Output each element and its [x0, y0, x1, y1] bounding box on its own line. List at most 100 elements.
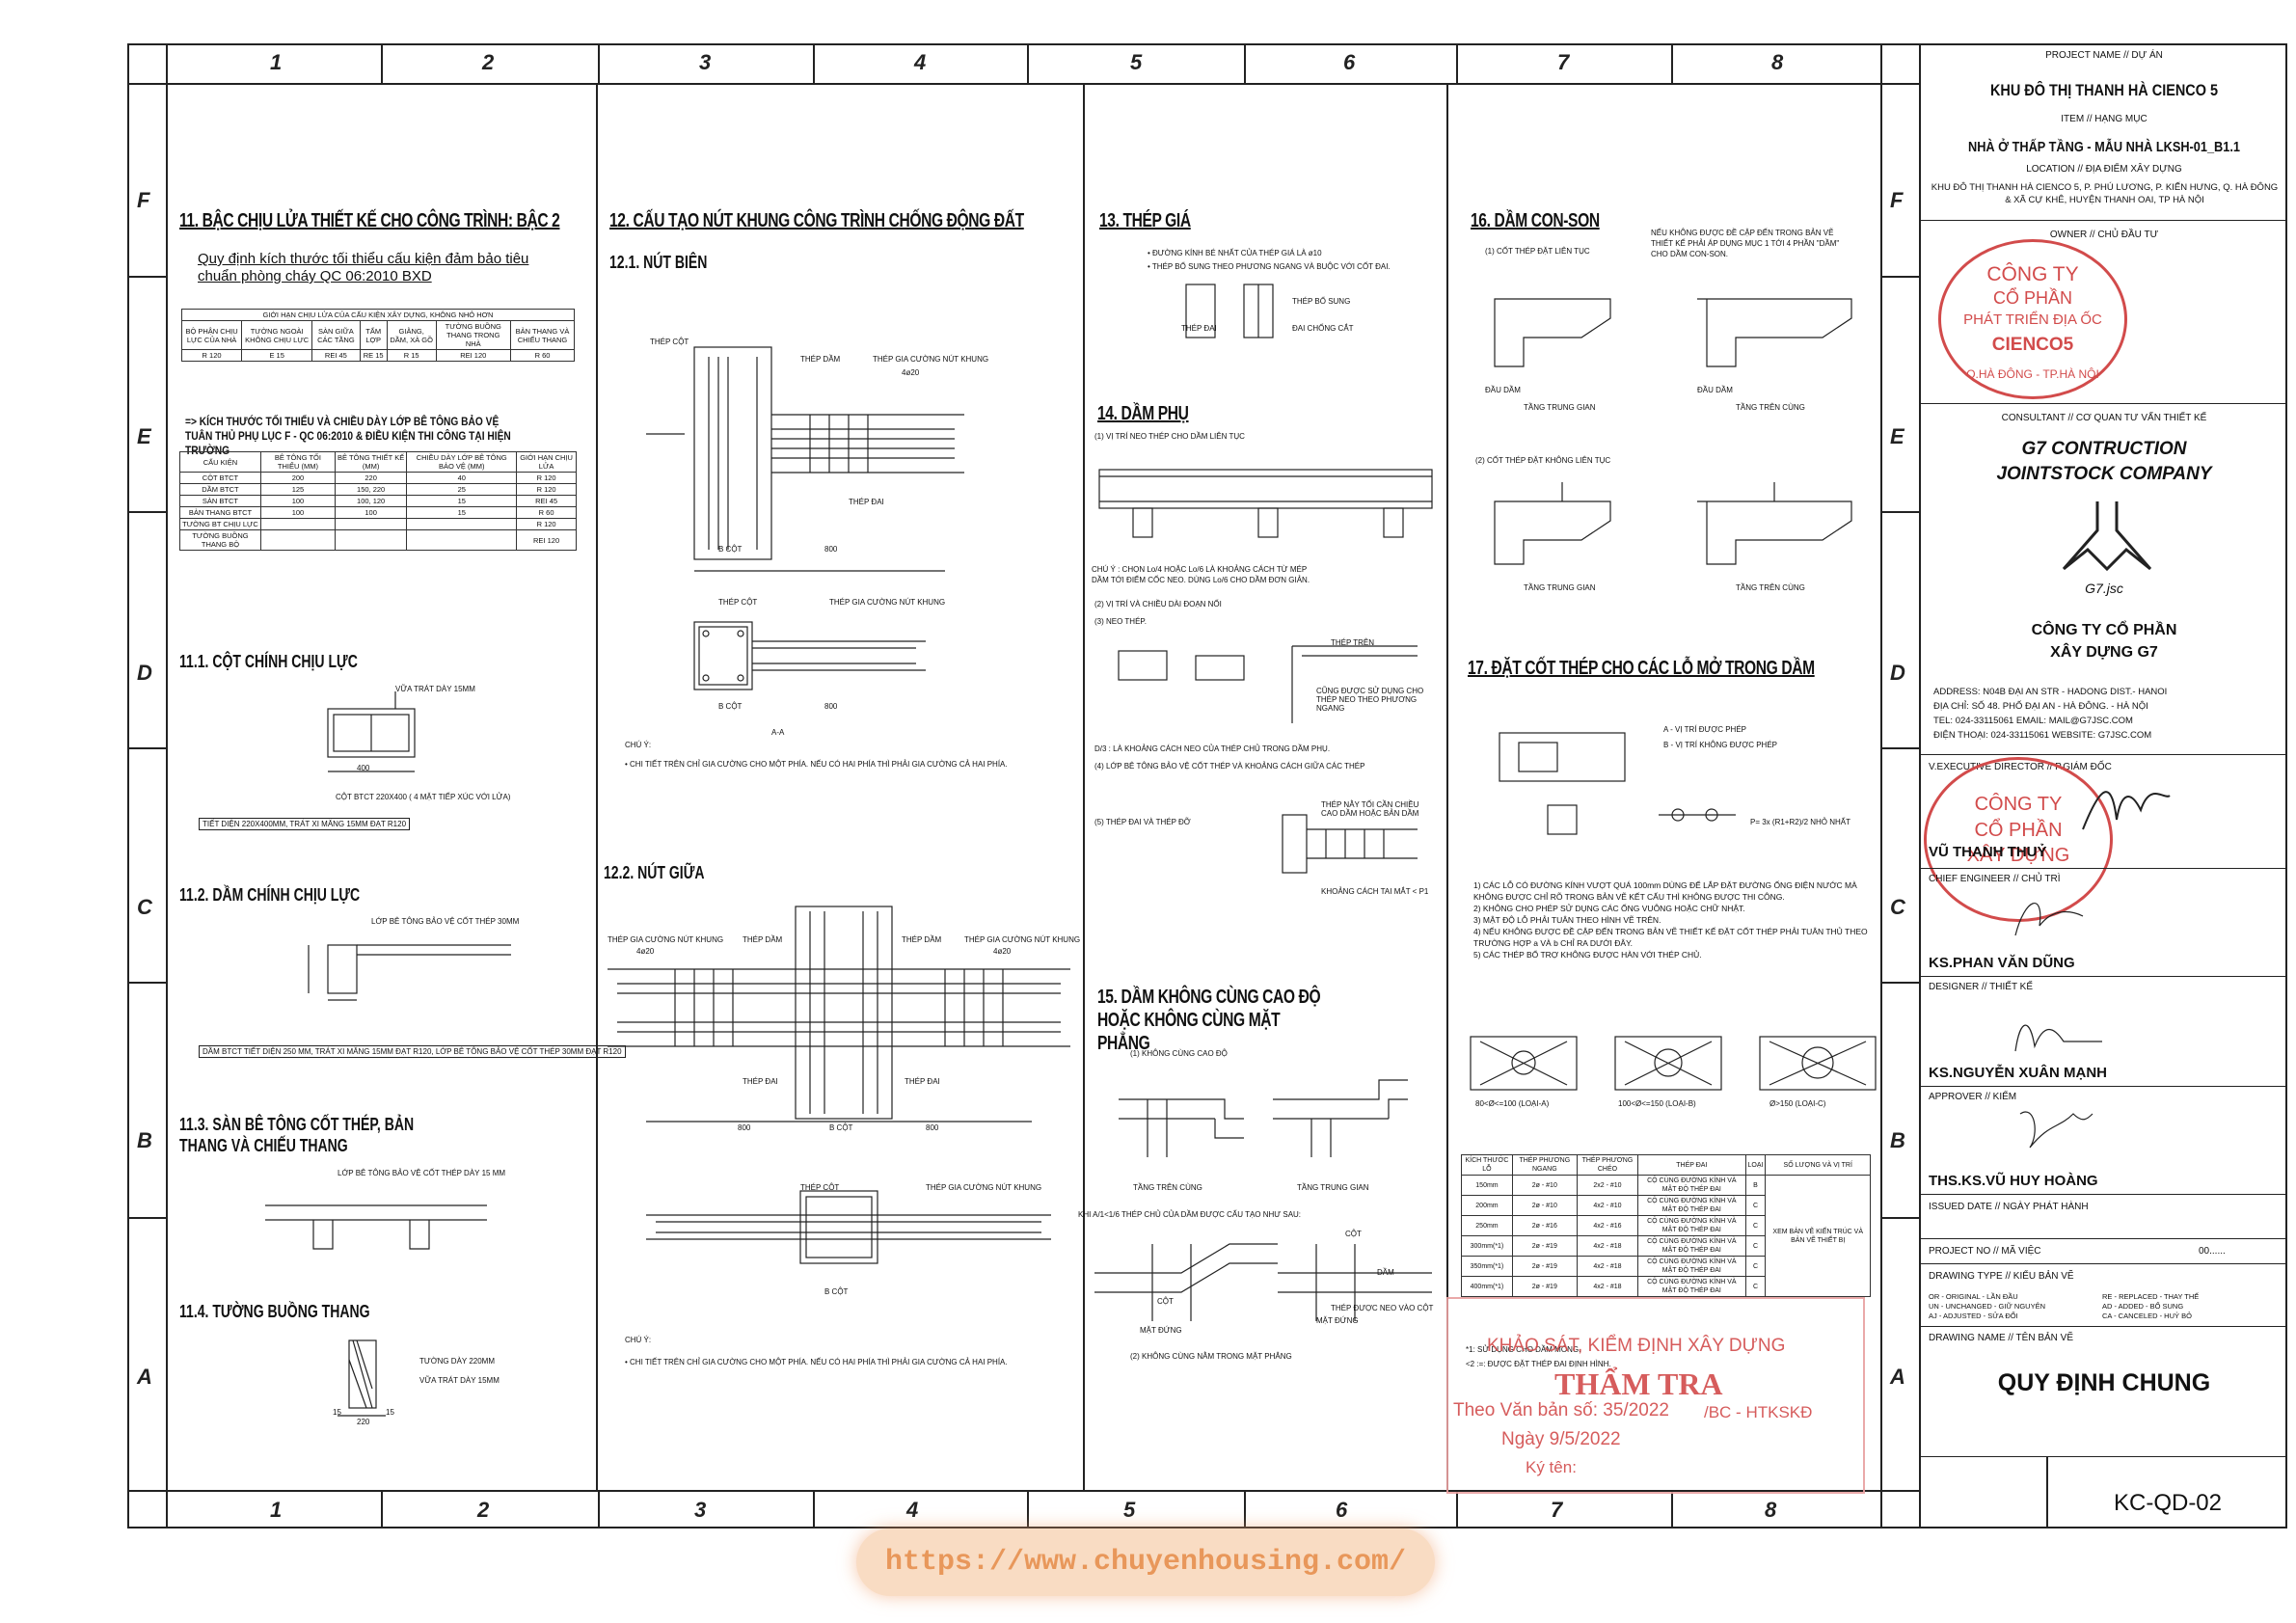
- dtype-item: AD - ADDED - BỔ SUNG: [2102, 1302, 2184, 1311]
- s15-i2: (2) KHÔNG CÙNG NẰM TRONG MẶT PHẲNG: [1130, 1352, 1292, 1361]
- s12-lbl-gc2: 4ø20: [902, 368, 920, 377]
- opening-spacing-drawing: [1659, 808, 1736, 822]
- s13-l2: ĐAI CHỐNG CẮT: [1292, 324, 1354, 333]
- s11-1-label: VỮA TRÁT DÀY 15MM: [395, 685, 475, 693]
- s14-i1: (1) VỊ TRÍ NEO THÉP CHO DẦM LIÊN TỤC: [1094, 432, 1245, 441]
- tb-dtype-label: DRAWING TYPE // KIỂU BẢN VẼ: [1929, 1271, 2074, 1282]
- owner-stamp-l3: PHÁT TRIỂN ĐỊA ỐC: [1963, 311, 2102, 328]
- grid-col-4-bottom: 4: [906, 1498, 919, 1522]
- bottom-grid-line: [127, 1490, 1919, 1492]
- s16-c2b: TẦNG TRÊN CÙNG: [1736, 583, 1805, 592]
- stirrup-drawing: [1282, 814, 1418, 874]
- t2-cell: 100: [259, 495, 336, 507]
- s17-cell: 2ø - #19: [1511, 1256, 1578, 1277]
- s15-n: KHI A/1<1/6 THÉP CHỦ CỦA DẦM ĐƯỢC CẤU TẠ…: [1078, 1210, 1302, 1219]
- tb-owner-label: OWNER // CHỦ ĐẦU TƯ: [2049, 230, 2159, 240]
- s12-note-title: CHÚ Ý:: [625, 741, 652, 749]
- s12-note-title-2: CHÚ Ý:: [625, 1336, 652, 1344]
- tb-company-2: XÂY DỰNG G7: [2050, 644, 2158, 661]
- s17-cell: 2ø - #19: [1511, 1276, 1578, 1297]
- tb-projectno: 00......: [2199, 1246, 2226, 1257]
- review-stamp-doc2: /BC - HTKSKĐ: [1704, 1403, 1813, 1421]
- s12-lbl-aa: A-A: [771, 728, 785, 737]
- s17-tn1: *1: SỬ DỤNG CHO DẦM MÓNG.: [1466, 1345, 1581, 1354]
- s14-i4: (4) LỚP BÊ TÔNG BẢO VỆ CỐT THÉP VÀ KHOẢN…: [1094, 762, 1365, 771]
- s17-cell: 2ø - #19: [1511, 1235, 1578, 1257]
- t2-col: GIỚI HẠN CHỊU LỬA: [516, 451, 577, 473]
- s11-title: 11. BẬC CHỊU LỬA THIẾT KẾ CHO CÔNG TRÌNH…: [179, 210, 560, 231]
- grid-row-B-right: B: [1890, 1128, 1905, 1152]
- t2-cell: CỘT BTCT: [179, 472, 261, 484]
- tb-consultant-label: CONSULTANT // CƠ QUAN TƯ VẤN THIẾT KẾ: [2001, 413, 2207, 423]
- secondary-beam-drawing: [1098, 469, 1433, 538]
- s17-cell: CỘ CÙNG ĐƯỜNG KÍNH VÀ MẬT ĐỘ THÉP ĐAI: [1637, 1215, 1746, 1236]
- s17-cell: 250mm: [1461, 1215, 1513, 1236]
- grid-col-6-bottom: 6: [1336, 1498, 1348, 1522]
- t1-val: RE 15: [359, 349, 388, 362]
- t2-cell: 220: [334, 472, 408, 484]
- s17-b: B - VỊ TRÍ KHÔNG ĐƯỢC PHÉP: [1663, 741, 1778, 749]
- t2-col: CẤU KIỆN: [179, 451, 261, 473]
- tb-director: VŨ THANH THUỶ: [1929, 844, 2047, 860]
- s17-cell: 4x2 - #18: [1576, 1276, 1639, 1297]
- s16-note: NẾU KHÔNG ĐƯỢC ĐỀ CẬP ĐẾN TRONG BẢN VẼ T…: [1651, 229, 1840, 258]
- grid-col-3: 3: [699, 50, 712, 74]
- owner-stamp: CÔNG TY CỔ PHẦN PHÁT TRIỂN ĐỊA ỐC CIENCO…: [1938, 239, 2127, 399]
- tb-address: ADDRESS: N04B ĐẠI AN STR - HADONG DIST.-…: [1933, 685, 2167, 743]
- grid-col-divider: [1244, 1490, 1246, 1528]
- grid-row-F-right: F: [1890, 188, 1904, 212]
- s17-cell: C: [1744, 1235, 1767, 1257]
- s12-lbl-dam-m1: THÉP DẦM: [743, 935, 783, 944]
- s12-lbl-bcot-p: B CỘT: [824, 1287, 849, 1296]
- s12-lbl-800-m2: 800: [926, 1123, 939, 1132]
- s12-lbl-gc2-m1: 4ø20: [636, 947, 655, 956]
- section-divider-2: [1083, 83, 1085, 1490]
- t2-cell: [406, 529, 518, 551]
- s17-tcol: THÉP PHƯƠNG NGANG: [1511, 1154, 1578, 1176]
- s17-cell: 350mm(*1): [1461, 1256, 1513, 1277]
- grid-row-divider: [1880, 747, 1919, 749]
- tb-addr-line: ĐỊA CHỈ: SỐ 48. PHỐ ĐẠI AN - HÀ ĐÔNG. - …: [1933, 701, 2148, 712]
- s14-n1: CHÚ Ý : CHỌN Lo/4 HOẶC Lo/6 LÀ KHOẢNG CÁ…: [1092, 565, 1310, 584]
- opening-location-drawing: [1499, 732, 1626, 835]
- tb-issue-label: ISSUED DATE // NGÀY PHÁT HÀNH: [1929, 1202, 2089, 1212]
- t2-cell: SÀN BTCT: [179, 495, 261, 507]
- s11-1-caption: CỘT BTCT 220X400 ( 4 MẶT TIẾP XÚC VỚI LỬ…: [336, 793, 511, 801]
- grid-row-divider: [1880, 982, 1919, 984]
- s16-l1: ĐẦU DẦM: [1485, 386, 1521, 394]
- s12-title: 12. CẤU TẠO NÚT KHUNG CÔNG TRÌNH CHỐNG Đ…: [609, 210, 1024, 231]
- grid-row-E: E: [137, 424, 151, 448]
- s12-n1: 12.1. NÚT BIÊN: [609, 253, 708, 272]
- s14-l1: THÉP TRÊN: [1331, 638, 1375, 647]
- t2-cell: REI 120: [516, 529, 577, 551]
- dtype-item: CA - CANCELED - HUỶ BỎ: [2102, 1312, 2192, 1320]
- t2-cell: 100: [334, 506, 408, 519]
- grid-row-A: A: [137, 1365, 152, 1389]
- t2-cell: DẦM BTCT: [179, 483, 261, 496]
- watermark-url-link[interactable]: https://www.chuyenhousing.com/: [856, 1528, 1435, 1596]
- t1-val: E 15: [241, 349, 313, 362]
- review-stamp-sign: Ký tên:: [1526, 1458, 1577, 1476]
- s12-lbl-dai-m2: THÉP ĐAI: [905, 1077, 940, 1086]
- grid-row-D-right: D: [1890, 661, 1905, 685]
- s17-cell: 150mm: [1461, 1175, 1513, 1196]
- tb-item-label: ITEM // HẠNG MỤC: [2061, 114, 2147, 124]
- grid-row-C-right: C: [1890, 895, 1905, 919]
- s12-lbl-800-m1: 800: [738, 1123, 751, 1132]
- s17-cell: CỘ CÙNG ĐƯỜNG KÍNH VÀ MẬT ĐỘ THÉP ĐAI: [1637, 1195, 1746, 1216]
- s17-tcol: SỐ LƯỢNG VÀ VỊ TRÍ: [1765, 1154, 1871, 1176]
- owner-stamp-l4: CIENCO5: [1991, 335, 2074, 355]
- t1-col: TƯỜNG BUỒNG THANG TRONG NHÀ: [435, 320, 511, 350]
- dtype-item: OR - ORIGINAL - LẦN ĐẦU: [1929, 1292, 2018, 1301]
- t2-cell: R 60: [516, 506, 577, 519]
- middle-joint-drawing: [608, 906, 1070, 1123]
- s17-cell: C: [1744, 1195, 1767, 1216]
- s16-l2: ĐẦU DẦM: [1697, 386, 1733, 394]
- grid-row-divider: [127, 511, 166, 513]
- s11-subtitle: Quy định kích thước tối thiểu cấu kiện đ…: [198, 251, 529, 284]
- t2-cell: 150, 220: [334, 483, 408, 496]
- s17-note: 4) NẾU KHÔNG ĐƯỢC ĐỀ CẬP ĐẾN TRONG BẢN V…: [1473, 927, 1868, 948]
- s14-l3: THÉP NẰY TỐI CẦN CHIỀU CAO DẦM HOẶC BẢN …: [1321, 800, 1419, 818]
- s16-c2: TẦNG TRÊN CÙNG: [1736, 403, 1805, 412]
